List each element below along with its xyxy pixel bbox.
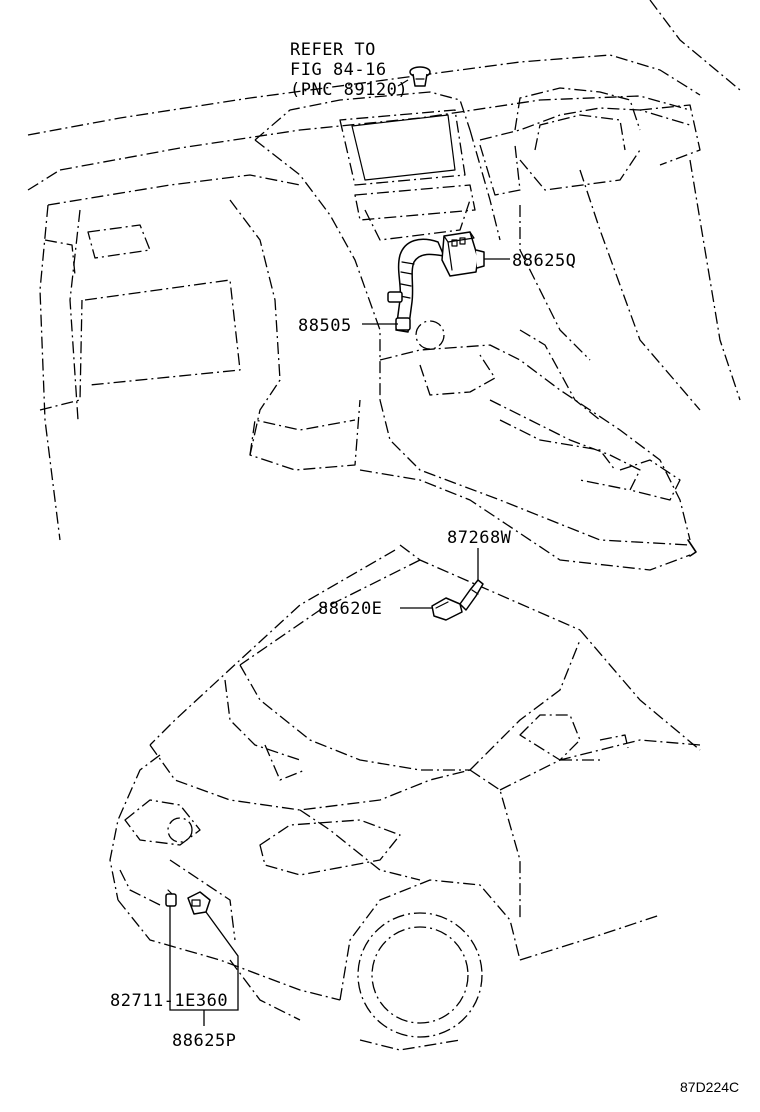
wire-harness-88505-icon	[387, 238, 445, 333]
label-88625q: 88625Q	[512, 251, 576, 271]
lower-leader-lines	[169, 548, 479, 1026]
label-82711-1e360: 82711-1E360	[110, 991, 228, 1011]
upper-leader-lines	[362, 79, 510, 325]
control-unit-88625q-icon	[441, 231, 485, 277]
refer-note-line1: REFER TO	[290, 40, 376, 60]
figure-code: 87D224C	[680, 1079, 739, 1095]
label-88620e: 88620E	[318, 599, 382, 619]
callout-labels: REFER TO FIG 84-16 (PNC 89120) 88625Q 88…	[110, 40, 739, 1095]
refer-note-line2: FIG 84-16	[290, 60, 387, 80]
vehicle-illustration	[109, 544, 701, 1051]
sensor-82711-icon	[165, 889, 177, 907]
refer-note-line3: (PNC 89120)	[290, 80, 408, 100]
label-87268w: 87268W	[447, 528, 512, 548]
label-88625p: 88625P	[172, 1031, 236, 1051]
clip-fastener-icon	[409, 66, 431, 87]
key-fob-88620e-icon	[431, 597, 463, 621]
dashboard-illustration	[27, 0, 741, 571]
sensor-88625p-icon	[187, 891, 211, 915]
key-blade-87268w-icon	[459, 579, 484, 611]
label-88505: 88505	[298, 316, 352, 336]
